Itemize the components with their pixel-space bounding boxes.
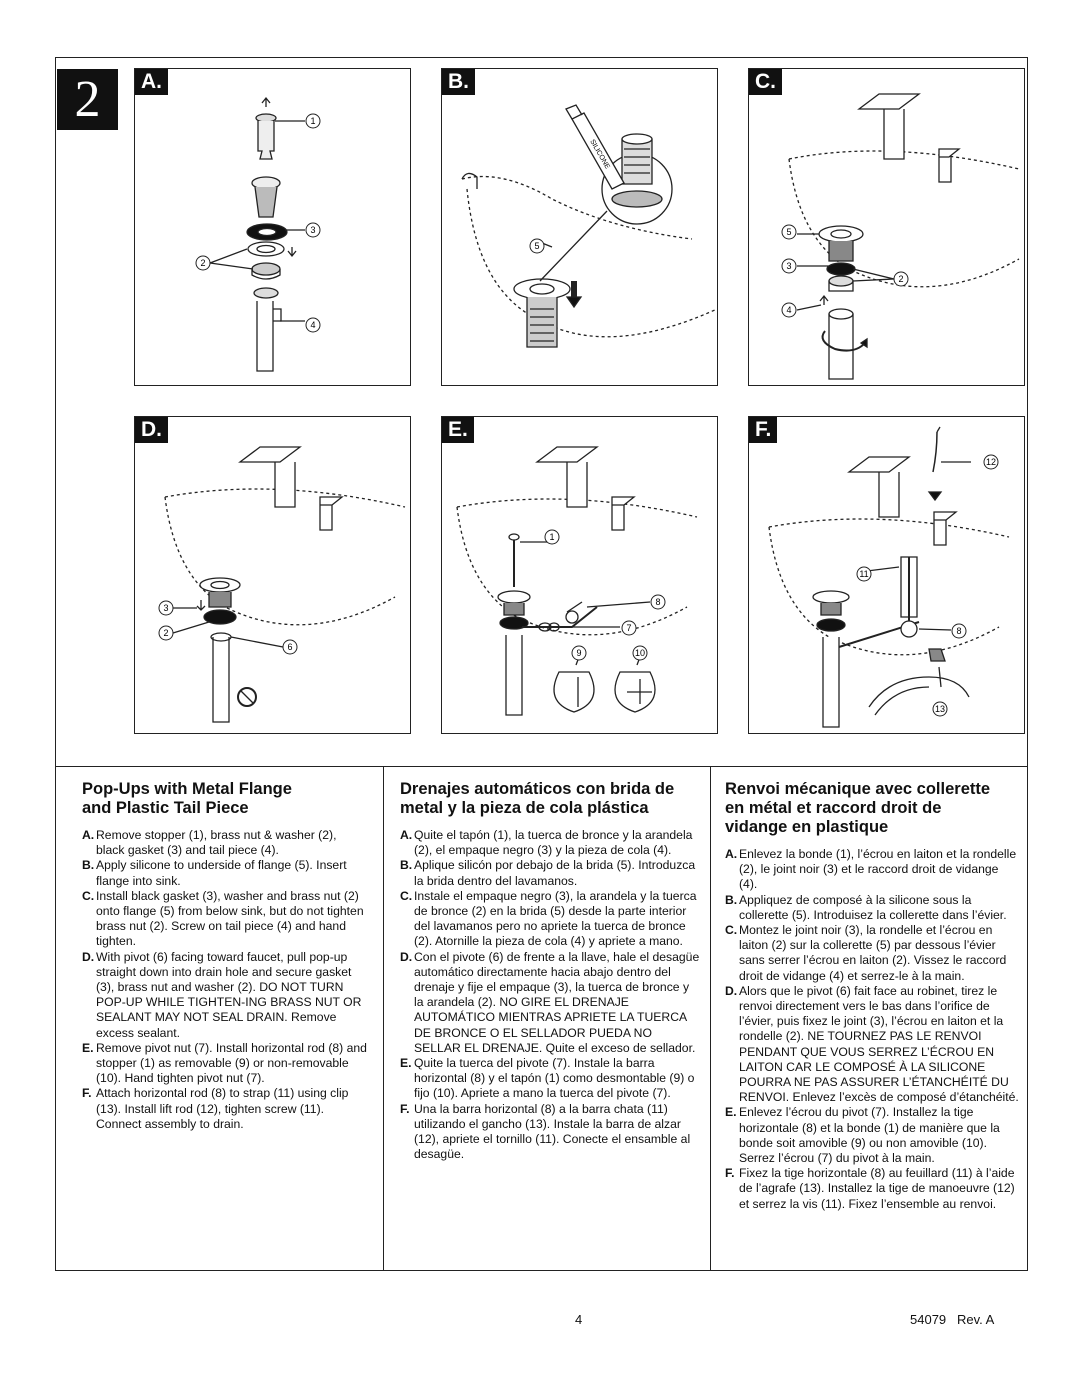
callout-number: 4 [786, 305, 791, 315]
document-id: 54079 Rev. A [910, 1312, 995, 1327]
list-item: C.Instale el empaque negro (3), la arand… [400, 888, 697, 949]
drain-pull-down-drawing: 3 2 6 [158, 446, 406, 723]
callout-number: 13 [935, 704, 945, 714]
list-item: F.Fixez la tige horizontale (8) au feuil… [725, 1166, 1015, 1211]
callout-number: 10 [635, 648, 645, 658]
callout-number: 1 [549, 532, 554, 542]
list-item: B.Appliquez de composé à la silicone sou… [725, 892, 1007, 922]
french-instructions: Renvoi mécanique avec collerette en méta… [725, 780, 1019, 1212]
list-item: F.Una la barra horizontal (8) a la barra… [400, 1101, 691, 1162]
list-item: A.Remove stopper (1), brass nut & washer… [82, 828, 337, 858]
callout-number: 9 [576, 648, 581, 658]
callout-number: 8 [956, 626, 961, 636]
callout-number: 1 [310, 116, 315, 126]
panel-b-label: B. [442, 69, 475, 95]
spanish-instructions: Drenajes automáticos con brida de metal … [400, 780, 700, 1162]
callout-number: 7 [626, 623, 631, 633]
panel-c: 5 3 2 4 C. [748, 68, 1025, 386]
french-steps: A.Enlevez la bonde (1), l’écrou en laito… [725, 847, 1019, 1212]
column-divider [710, 766, 711, 1271]
section-divider [55, 766, 1028, 767]
list-item: B.Aplique silicón por debajo de la brida… [400, 858, 696, 888]
list-item: D.Con el pivote (6) de frente a la llave… [400, 949, 700, 1055]
list-item: E.Quite la tuerca del pivote (7). Instal… [400, 1056, 695, 1101]
callout-number: 12 [986, 457, 996, 467]
panel-b: SILICONE 5 B. [441, 68, 718, 386]
english-steps: A.Remove stopper (1), brass nut & washer… [82, 828, 368, 1132]
stopper-exploded-drawing: 1 2 3 4 [195, 96, 321, 372]
french-title: Renvoi mécanique avec collerette en méta… [725, 780, 991, 836]
list-item: E.Remove pivot nut (7). Install horizont… [82, 1040, 367, 1086]
panel-c-label: C. [749, 69, 782, 95]
callout-number: 3 [310, 225, 315, 235]
callout-number: 3 [786, 261, 791, 271]
column-divider [383, 766, 384, 1271]
step-number-badge: 2 [57, 69, 118, 130]
panel-f: 12 11 8 13 F. [748, 416, 1025, 734]
list-item: A.Quite el tapón (1), la tuerca de bronc… [400, 828, 693, 858]
callout-number: 4 [310, 320, 315, 330]
spanish-title: Drenajes automáticos con brida de metal … [400, 780, 675, 817]
spanish-steps: A.Quite el tapón (1), la tuerca de bronc… [400, 828, 700, 1162]
panel-e: 1 8 7 9 10 E. [441, 416, 718, 734]
panel-d-label: D. [135, 417, 168, 443]
list-item: B.Apply silicone to underside of flange … [82, 858, 347, 888]
list-item: C.Install black gasket (3), washer and b… [82, 888, 364, 949]
silicone-flange-drawing: SILICONE 5 [461, 104, 717, 348]
pivot-rod-drawing: 1 8 7 9 10 [456, 446, 698, 716]
list-item: A.Enlevez la bonde (1), l’écrou en laito… [725, 847, 1017, 892]
list-item: C.Montez le joint noir (3), la rondelle … [725, 923, 1007, 983]
callout-number: 5 [786, 227, 791, 237]
callout-number: 2 [163, 628, 168, 638]
document-frame [55, 57, 1028, 1271]
callout-number: 2 [898, 274, 903, 284]
panel-e-label: E. [442, 417, 474, 443]
page-number: 4 [575, 1312, 583, 1327]
panel-d: 3 2 6 D. [134, 416, 411, 734]
panel-a-label: A. [135, 69, 168, 95]
english-instructions: Pop-Ups with Metal Flange and Plastic Ta… [82, 780, 368, 1132]
callout-number: 8 [655, 597, 660, 607]
list-item: E.Enlevez l’écrou du pivot (7). Installe… [725, 1105, 1000, 1166]
panel-f-label: F. [749, 417, 778, 443]
callout-number: 6 [287, 642, 292, 652]
gasket-install-drawing: 5 3 2 4 [781, 93, 1020, 380]
callout-number: 2 [200, 258, 205, 268]
english-title: Pop-Ups with Metal Flange and Plastic Ta… [82, 780, 292, 817]
panel-a: 1 2 3 4 A. [134, 68, 411, 386]
callout-number: 11 [859, 569, 868, 579]
list-item: D.Alors que le pivot (6) fait face au ro… [725, 983, 1019, 1105]
callout-number: 5 [534, 241, 539, 251]
list-item: F.Attach horizontal rod (8) to strap (11… [82, 1086, 349, 1131]
callout-number: 3 [163, 603, 168, 613]
list-item: D.With pivot (6) facing toward faucet, p… [82, 949, 362, 1040]
lift-rod-assembly-drawing: 12 11 8 13 [768, 426, 1010, 728]
